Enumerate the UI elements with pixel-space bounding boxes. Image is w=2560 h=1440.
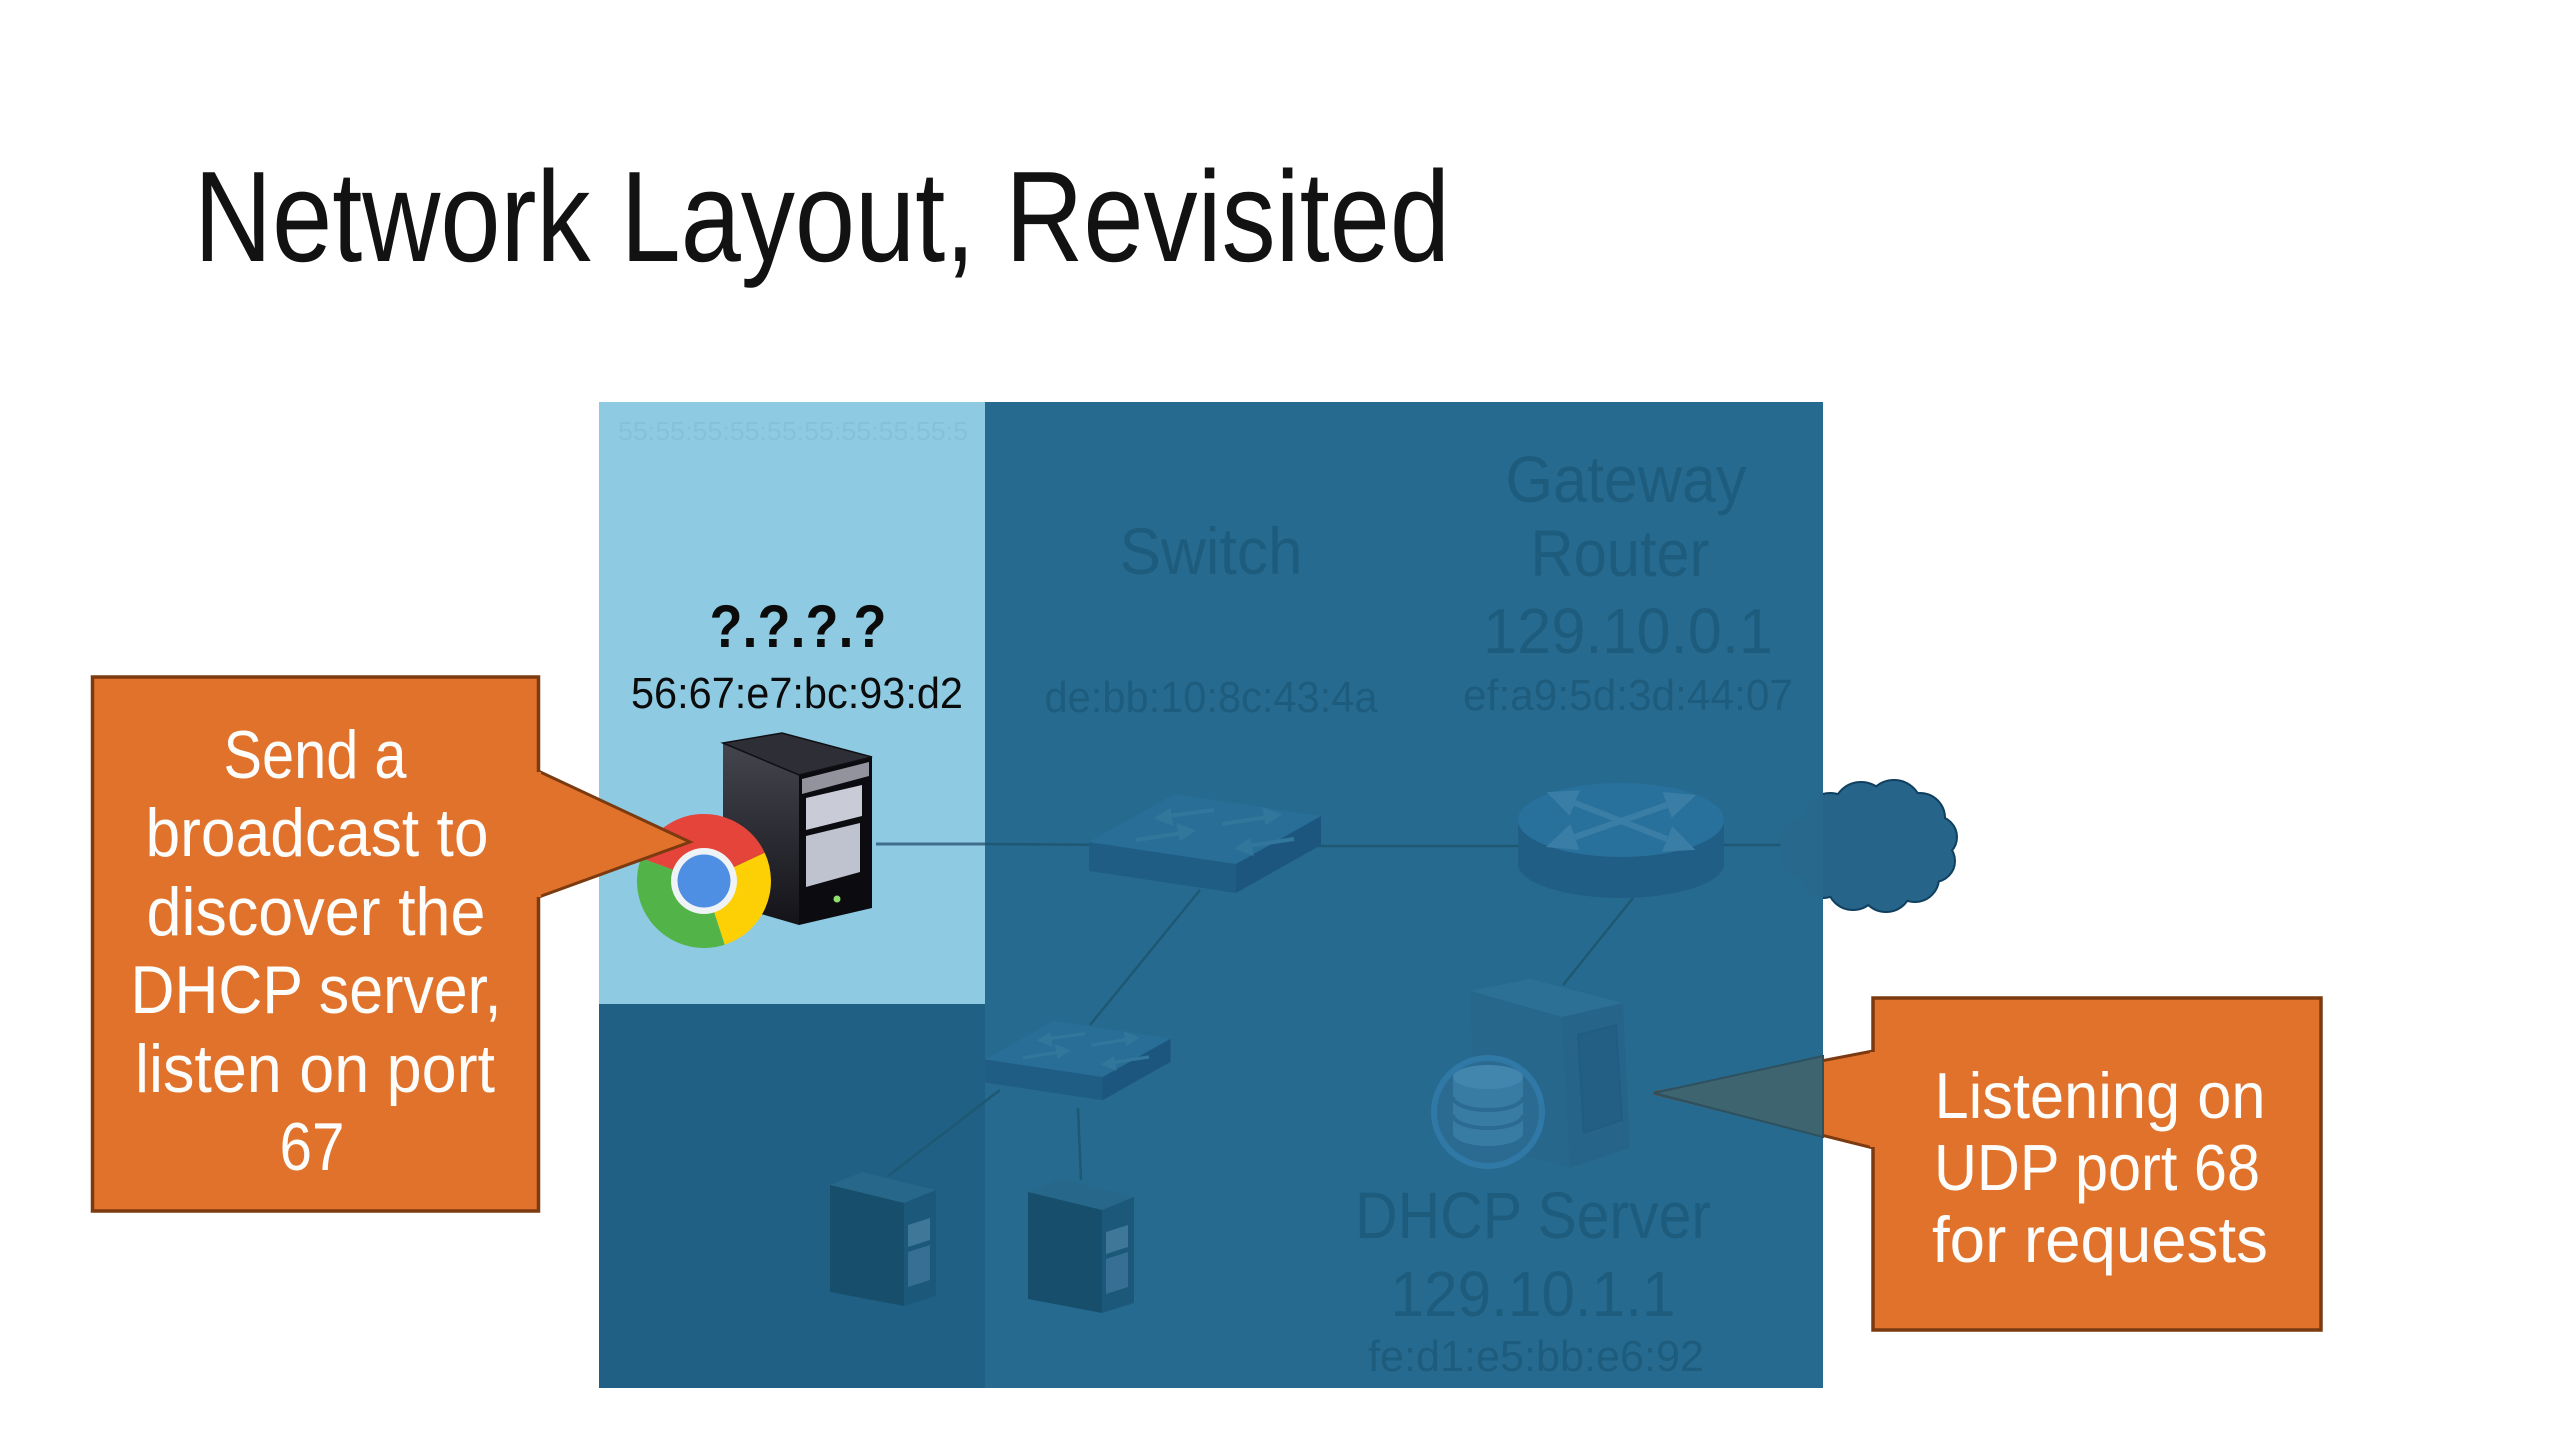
svg-text:?.?.?.?: ?.?.?.?	[710, 593, 887, 660]
svg-text:Listening on: Listening on	[1935, 1059, 2266, 1132]
svg-text:Router: Router	[1531, 516, 1710, 590]
svg-text:Gateway: Gateway	[1506, 442, 1747, 516]
svg-text:56:67:e7:bc:93:d2: 56:67:e7:bc:93:d2	[631, 669, 963, 718]
svg-text:listen on port: listen on port	[135, 1031, 495, 1107]
svg-text:129.10.1.1: 129.10.1.1	[1391, 1258, 1676, 1330]
svg-text:DHCP Server: DHCP Server	[1355, 1178, 1711, 1252]
svg-text:discover the: discover the	[147, 874, 486, 950]
svg-text:DHCP server,: DHCP server,	[131, 952, 502, 1028]
svg-text:67: 67	[280, 1109, 345, 1185]
svg-text:for requests: for requests	[1932, 1203, 2268, 1276]
svg-text:fe:d1:e5:bb:e6:92: fe:d1:e5:bb:e6:92	[1368, 1332, 1704, 1381]
svg-text:55:55:55:55:55:55:55:55:55:5: 55:55:55:55:55:55:55:55:55:5	[618, 416, 968, 446]
svg-text:broadcast to: broadcast to	[146, 795, 489, 871]
svg-text:Network Layout, Revisited: Network Layout, Revisited	[194, 145, 1450, 289]
svg-text:UDP port 68: UDP port 68	[1934, 1131, 2260, 1204]
svg-text:129.10.0.1: 129.10.0.1	[1483, 595, 1773, 667]
svg-text:Send a: Send a	[224, 717, 407, 793]
svg-text:Switch: Switch	[1120, 514, 1303, 588]
svg-text:ef:a9:5d:3d:44:07: ef:a9:5d:3d:44:07	[1463, 671, 1793, 720]
svg-text:de:bb:10:8c:43:4a: de:bb:10:8c:43:4a	[1045, 673, 1378, 722]
